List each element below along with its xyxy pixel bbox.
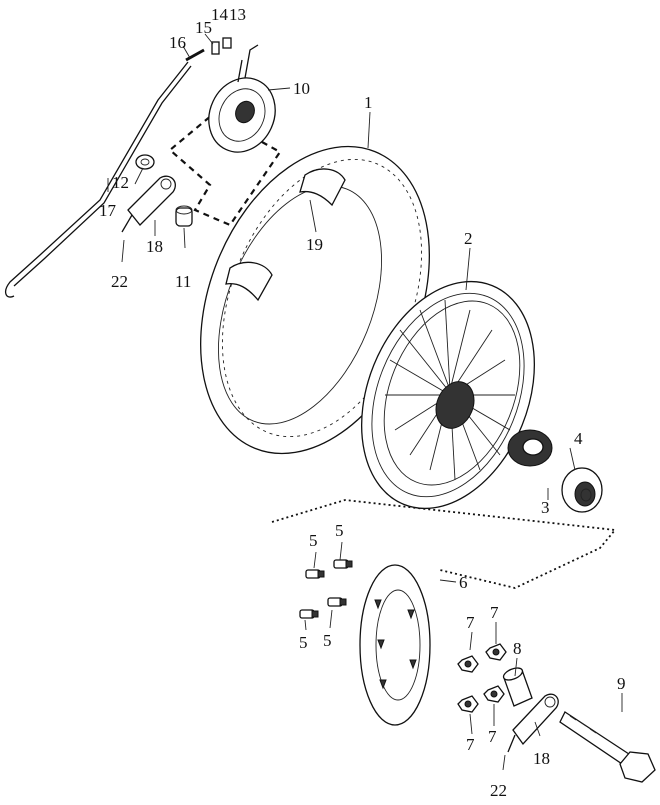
callout-18-b: 18 [533, 749, 550, 768]
nut-7-d [483, 685, 505, 703]
callout-7-d: 7 [488, 727, 497, 746]
callout-18-a: 18 [146, 237, 163, 256]
callout-8: 8 [513, 639, 522, 658]
washer-12 [135, 154, 155, 170]
bolt-5-a [305, 569, 325, 579]
bolt-5-b [333, 559, 353, 569]
callout-5-c: 5 [299, 633, 308, 652]
hub-damper-3 [507, 429, 553, 467]
callout-7-c: 7 [466, 735, 475, 754]
brake-lever-18-left [121, 175, 176, 233]
callout-1: 1 [364, 93, 373, 112]
brake-lever-18-right [507, 693, 559, 753]
callout-12: 12 [112, 173, 129, 192]
callout-17: 17 [99, 201, 117, 220]
nut-7-b [485, 643, 507, 661]
callout-5-b: 5 [335, 521, 344, 540]
callout-10: 10 [293, 79, 310, 98]
collar-11 [175, 205, 193, 227]
callout-6: 6 [459, 573, 468, 592]
callout-labels: 1 2 3 4 5 5 5 5 6 7 7 7 7 8 9 10 11 12 1… [99, 5, 626, 800]
callout-4: 4 [574, 429, 583, 448]
pin-14-15 [211, 41, 220, 55]
adjuster-nut-13 [222, 37, 232, 49]
guide-line-brake-panel [168, 109, 282, 227]
brake-panel-10 [208, 44, 276, 153]
callout-22-b: 22 [490, 781, 507, 800]
callout-2: 2 [464, 229, 473, 248]
callout-16: 16 [169, 33, 186, 52]
callout-22-a: 22 [111, 272, 128, 291]
axle-9 [559, 711, 656, 783]
callout-14: 14 [211, 5, 229, 24]
callout-7-a: 7 [466, 613, 475, 632]
bolt-5-c [299, 609, 319, 619]
brake-cable [4, 48, 205, 298]
callout-15: 15 [195, 18, 212, 37]
nut-7-a [457, 655, 479, 673]
callout-9: 9 [617, 674, 626, 693]
callout-11: 11 [175, 272, 191, 291]
callout-13: 13 [229, 5, 246, 24]
callout-19: 19 [306, 235, 323, 254]
callout-7-b: 7 [490, 603, 499, 622]
leader-lines [107, 33, 623, 771]
flange-4 [561, 467, 603, 513]
wheel-rim-2 [361, 280, 535, 510]
bolt-5-d [327, 597, 347, 607]
callout-3: 3 [541, 498, 550, 517]
callout-5-a: 5 [309, 531, 318, 550]
nut-7-c [457, 695, 479, 713]
brake-disc-6 [359, 564, 431, 726]
spacer-8 [502, 667, 533, 707]
callout-5-d: 5 [323, 631, 332, 650]
